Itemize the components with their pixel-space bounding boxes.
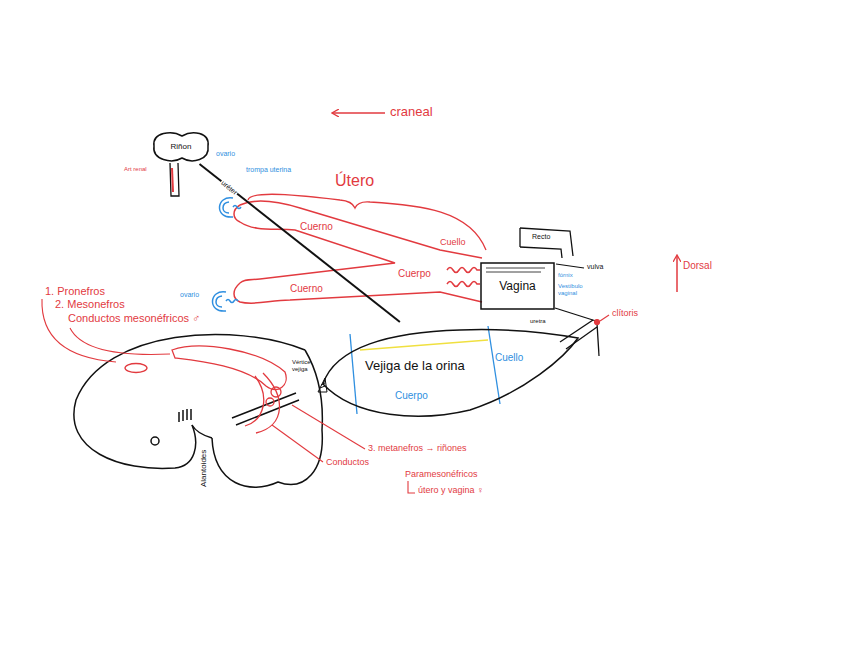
ovary-symbol	[219, 198, 233, 217]
embryo-ducts	[125, 364, 147, 373]
urethra	[555, 308, 599, 356]
urethra	[566, 327, 597, 349]
part-label: 1. Pronefros	[45, 285, 105, 297]
ovary-symbol	[212, 292, 226, 311]
leader-line	[42, 299, 415, 493]
rectum	[519, 228, 520, 247]
part-label: Vértice vejiga	[292, 359, 322, 372]
part-label: Cuello	[440, 238, 466, 248]
embryo-ducts	[172, 346, 286, 389]
node-label: Vagina	[499, 279, 535, 293]
part-label: craneal	[390, 105, 433, 119]
leader-line	[408, 481, 415, 493]
uterus-outline	[447, 282, 480, 287]
rectum	[520, 228, 573, 258]
uterus-outline	[447, 268, 480, 273]
ureter-connector	[199, 164, 399, 322]
uterus-outline	[240, 222, 395, 283]
bladder-divider	[488, 326, 500, 404]
bladder-shape: Vejiga de la orina	[320, 322, 582, 422]
uterus-outline	[234, 283, 482, 303]
part-label: 2. Mesonefros	[55, 298, 125, 310]
part-label: Dorsal	[683, 260, 712, 271]
vulva-line	[556, 264, 584, 268]
clitoris-mark	[595, 315, 610, 325]
vagina-line	[486, 268, 545, 272]
direction-arrow	[333, 112, 385, 114]
urethra	[597, 323, 599, 356]
part-label: útero y vagina ♀	[418, 486, 484, 496]
part-label: Conductos	[326, 458, 369, 468]
uterus-bracket	[248, 194, 486, 250]
ovary-symbol	[212, 198, 241, 311]
part-label: ovario	[180, 291, 199, 299]
leader-line	[70, 328, 170, 354]
urethra	[560, 320, 593, 342]
node-label: Vejiga de la orina	[365, 358, 465, 373]
embryo-outline	[192, 425, 212, 438]
uterus-bracket	[248, 194, 486, 250]
embryo-outline	[179, 409, 191, 422]
renal-artery	[170, 163, 179, 196]
part-label: trompa uterina	[246, 166, 291, 174]
part-label: Vestíbulo vaginal	[558, 283, 592, 296]
kidney-shape: Riñon	[148, 128, 214, 164]
node-label: Riñon	[171, 142, 192, 151]
ureter-connector	[199, 164, 399, 322]
rectum	[520, 228, 573, 256]
part-label: Cuerpo	[395, 390, 428, 401]
clitoris-mark	[595, 320, 600, 325]
clitoris-mark	[600, 315, 609, 321]
part-label: Cuello	[495, 352, 523, 363]
direction-arrow	[676, 256, 678, 292]
rectum	[520, 247, 562, 258]
ovary-symbol	[223, 202, 229, 213]
ovary-symbol	[226, 300, 238, 303]
bladder-divider	[350, 326, 500, 414]
embryo-outline	[212, 350, 322, 487]
ovary-symbol	[216, 296, 222, 307]
embryo-ducts	[266, 398, 274, 406]
vagina-box: Vagina	[480, 262, 555, 310]
embryo-ducts	[256, 373, 279, 433]
bladder-divider	[350, 334, 357, 414]
urethra	[555, 308, 596, 321]
embryo-ducts	[245, 376, 264, 426]
vagina-box	[481, 263, 554, 309]
renal-artery	[172, 168, 173, 192]
part-label: Paramesonéfricos	[405, 470, 478, 480]
embryo-outline	[232, 393, 299, 425]
part-label: Alantoides	[201, 449, 210, 486]
embryo-ducts	[125, 346, 286, 433]
vulva-line	[556, 264, 584, 268]
part-label: vulva	[587, 263, 603, 271]
part-label: Recto	[532, 233, 550, 241]
part-label: clítoris	[612, 309, 638, 319]
part-label: Conductos mesonéfricos ♂	[68, 312, 200, 324]
uterus-outline	[234, 205, 240, 222]
embryo-outline	[74, 334, 305, 468]
part-label: Cuerno	[300, 221, 333, 232]
part-label: Útero	[335, 172, 374, 190]
embryo-outline	[74, 334, 322, 487]
part-label: 3. metanefros → riñones	[368, 444, 467, 454]
bladder-shape	[323, 330, 578, 417]
leader-line	[292, 405, 365, 449]
kidney-shape	[154, 133, 208, 161]
part-label: fórnix	[558, 272, 573, 279]
part-label: Cuerpo	[398, 268, 431, 279]
edge-label: uréter	[219, 178, 240, 197]
part-label: Cuerno	[290, 283, 323, 294]
part-label: ovario	[216, 150, 235, 158]
renal-artery	[170, 163, 179, 196]
embryo-outline	[151, 437, 159, 445]
ovary-symbol	[233, 206, 241, 209]
embryo-ducts	[271, 387, 281, 397]
leader-line	[272, 425, 323, 462]
part-label: Art renal	[124, 166, 148, 173]
part-label: uretra	[530, 318, 546, 325]
